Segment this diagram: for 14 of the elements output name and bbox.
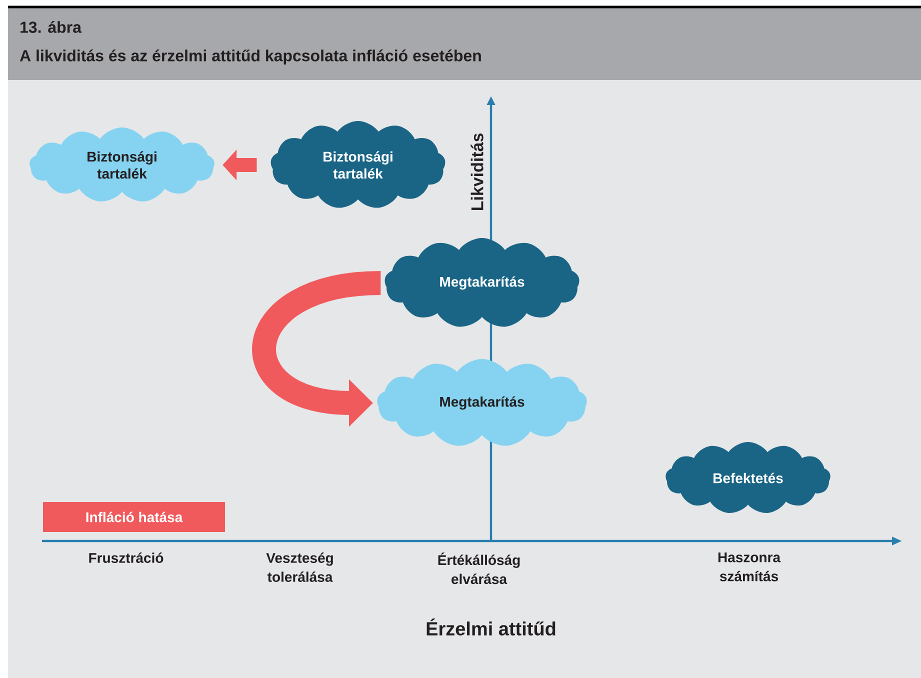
- cloud: Megtakarítás: [384, 238, 580, 327]
- category-label: Haszonra számítás: [718, 552, 781, 582]
- category-label: Veszteség tolerálása: [266, 552, 333, 582]
- category-label: Frusztráció: [89, 552, 164, 563]
- cloud: Befektetés: [666, 442, 830, 513]
- cloud: Biztonsági tartalék: [270, 121, 446, 208]
- axis-label: Likviditás: [470, 133, 484, 210]
- category-label: Értékállóság elvárása: [438, 552, 520, 584]
- cloud: Megtakarítás: [377, 359, 587, 446]
- label-box: Infláció hatása: [43, 502, 225, 532]
- axis-label: Érzelmi attitűd: [426, 618, 556, 636]
- figure-number: 13. ábra: [20, 21, 82, 33]
- cloud: Biztonsági tartalék: [30, 128, 214, 202]
- title: A likviditás és az érzelmi attitűd kapcsolata infláció esetében: [20, 49, 481, 65]
